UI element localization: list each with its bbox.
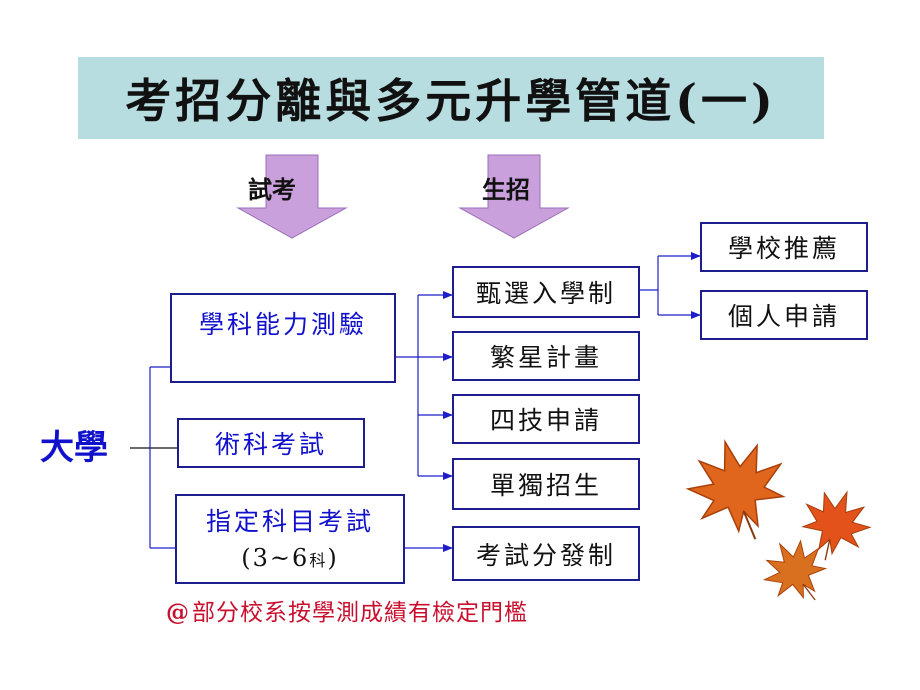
academic-test-label: 學科能力測驗: [198, 310, 367, 339]
university-label: 大學: [40, 428, 108, 468]
personal-application-box: 個人申請: [700, 290, 868, 340]
exam-distribution-label: 考試分發制: [475, 540, 616, 570]
maple-leaf-icon: [685, 439, 786, 540]
personal-application-label: 個人申請: [727, 302, 840, 331]
academic-test-box: 學科能力測驗: [170, 293, 396, 383]
arts-exam-box: 術科考試: [177, 418, 365, 468]
title-banner: 考招分離與多元升學管道(一): [78, 57, 824, 139]
enroll-arrow-label: 生招: [482, 175, 530, 204]
designated-exam-label: 指定科目考試: [205, 507, 374, 536]
exam-down-arrow: [236, 154, 348, 239]
page-title: 考招分離與多元升學管道(一): [125, 74, 777, 128]
selection-box: 甄選入學制: [452, 266, 640, 318]
star-plan-box: 繁星計畫: [452, 331, 640, 381]
designated-exam-box: 指定科目考試 (3~6科): [175, 494, 405, 584]
school-recommendation-box: 學校推薦: [700, 222, 868, 272]
swirl-bullet-icon: @: [166, 599, 190, 626]
school-recommendation-label: 學校推薦: [727, 234, 840, 263]
selection-label: 甄選入學制: [475, 279, 616, 308]
exam-distribution-box: 考試分發制: [452, 526, 640, 581]
maple-leaf-icon: [762, 539, 828, 601]
tech-application-box: 四技申請: [452, 394, 640, 444]
arts-exam-label: 術科考試: [214, 430, 327, 459]
maple-leaf-icon: [801, 490, 872, 561]
threshold-note-text: 部分校系按學測成績有檢定門檻: [192, 600, 528, 626]
independent-enrollment-box: 單獨招生: [452, 458, 640, 510]
threshold-note: @部分校系按學測成績有檢定門檻: [166, 593, 528, 627]
independent-enrollment-label: 單獨招生: [489, 471, 602, 500]
enroll-down-arrow: [458, 154, 570, 239]
tech-application-label: 四技申請: [489, 406, 602, 435]
star-plan-label: 繁星計畫: [489, 343, 602, 372]
designated-exam-subjects: (3~6科): [241, 544, 339, 572]
exam-arrow-label: 試考: [248, 175, 296, 204]
